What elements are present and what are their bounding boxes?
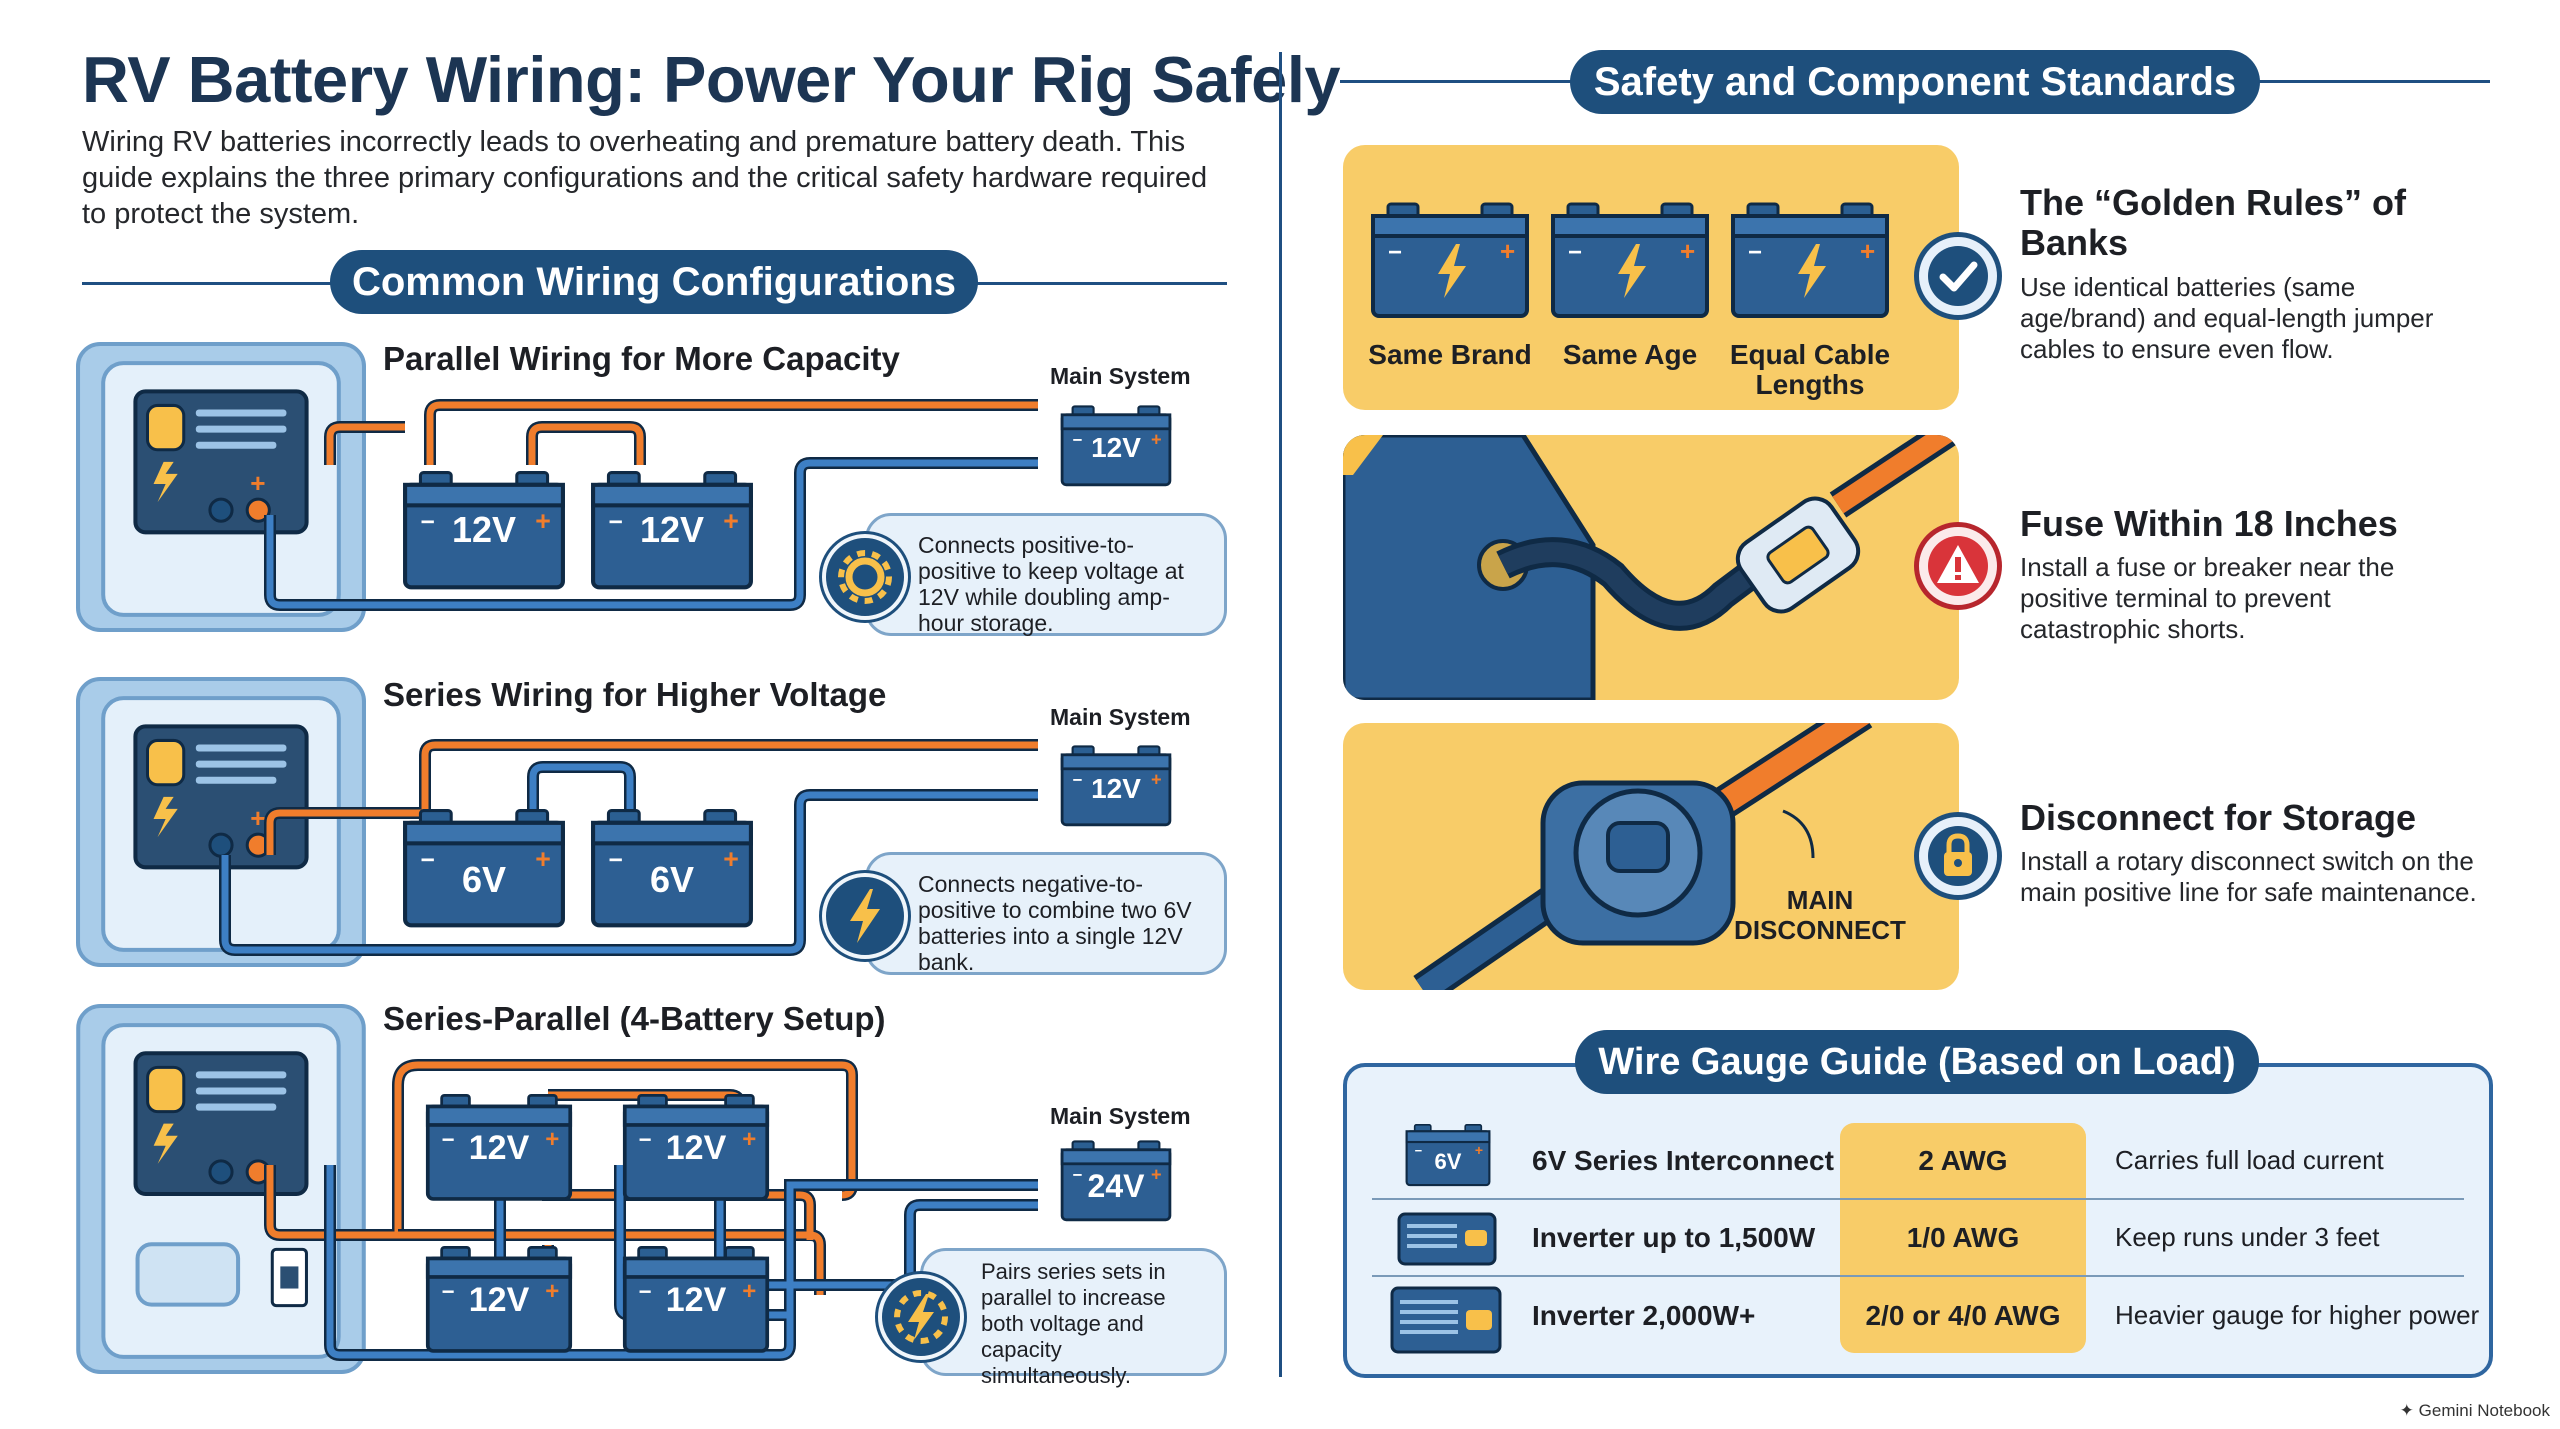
battery-voltage-label: 12V — [639, 509, 705, 550]
battery-voltage-label: 6V — [649, 859, 695, 900]
sparkle-icon: ✦ — [2399, 1401, 2414, 1420]
gauge-row-awg: 2/0 or 4/0 AWG — [1865, 1300, 2061, 1331]
svg-text:+: + — [250, 468, 265, 498]
section-title-configurations: Common Wiring Configurations — [330, 250, 978, 314]
awg-column-highlight — [1840, 1123, 2086, 1353]
small-inverter-icon — [1397, 1210, 1497, 1268]
main-disconnect-label: MAIN DISCONNECT — [1734, 885, 1906, 945]
footer-brand-text: Gemini Notebook — [2418, 1401, 2550, 1420]
page-title: RV Battery Wiring: Power Your Rig Safely — [82, 43, 1341, 116]
gauge-row-awg: 2 AWG — [1918, 1145, 2008, 1176]
row-divider — [1372, 1198, 2464, 1200]
rule-title: Fuse Within 18 Inches — [2020, 503, 2398, 544]
main-system-label: Main System — [1050, 363, 1191, 389]
control-panel-illustration — [76, 1004, 366, 1374]
main-system-label: Main System — [1050, 1103, 1191, 1129]
main-voltage-label: 12V — [1091, 773, 1141, 804]
config-title: Series Wiring for Higher Voltage — [383, 676, 887, 713]
config-title: Parallel Wiring for More Capacity — [383, 340, 900, 377]
battery-voltage-label: 12V — [451, 509, 517, 550]
config-note: Connects negative-to-positive to combine… — [865, 852, 1227, 975]
parallel-wiring-diagram — [264, 399, 1038, 611]
control-panel-illustration: + — [75, 670, 367, 974]
main-system-label: Main System — [1050, 704, 1191, 730]
main-voltage-label: 24V — [1087, 1168, 1145, 1204]
fuse-illustration — [1343, 435, 1959, 700]
config-title: Series-Parallel (4-Battery Setup) — [383, 1000, 886, 1037]
large-inverter-icon — [1390, 1284, 1502, 1356]
rule-body: Use identical batteries (same age/brand)… — [2020, 272, 2434, 364]
svg-text:+: + — [250, 803, 265, 833]
golden-rule-label: Equal Cable Lengths — [1729, 339, 1891, 400]
battery-voltage-label: 12V — [468, 1129, 530, 1167]
config-note: Connects positive-to-positive to keep vo… — [865, 513, 1227, 636]
battery-voltage-label: 12V — [665, 1281, 727, 1319]
battery-voltage-label: 12V — [665, 1129, 727, 1167]
control-panel-illustration: + — [75, 335, 367, 639]
disconnect-illustration — [1343, 723, 1959, 990]
lightning-icon — [822, 873, 908, 959]
gauge-row-awg: 1/0 AWG — [1906, 1222, 2020, 1253]
rule-body: Install a fuse or breaker near the posit… — [2020, 552, 2395, 644]
intro-text: Wiring RV batteries incorrectly leads to… — [82, 126, 1208, 230]
battery-icon — [1370, 198, 1530, 326]
6v-battery-icon-label: 6V — [1434, 1149, 1462, 1174]
golden-rule-label: Same Brand — [1368, 339, 1532, 370]
section-title-safety: Safety and Component Standards — [1570, 50, 2260, 114]
rule-title: The “Golden Rules” of Banks — [2020, 182, 2407, 263]
rule-title: Disconnect for Storage — [2020, 797, 2417, 838]
config-note: Pairs series sets in parallel to increas… — [920, 1248, 1227, 1388]
battery-voltage-label: 6V — [461, 859, 507, 900]
battery-icon — [1730, 198, 1890, 326]
gauge-row-note: Heavier gauge for higher power — [2115, 1300, 2480, 1330]
checkmark-icon — [1914, 232, 2002, 320]
gauge-row-note: Keep runs under 3 feet — [2115, 1222, 2380, 1252]
golden-rule-label: Same Age — [1562, 339, 1698, 370]
warning-icon — [1914, 522, 2002, 610]
gear-icon — [822, 534, 908, 620]
lock-icon — [1914, 812, 2002, 900]
footer-brand: ✦ Gemini Notebook — [2400, 1401, 2550, 1421]
battery-icon — [1550, 198, 1710, 326]
gauge-guide-title: Wire Gauge Guide (Based on Load) — [1575, 1030, 2259, 1094]
battery-voltage-label: 12V — [468, 1281, 530, 1319]
gauge-row-name: 6V Series Interconnect — [1532, 1145, 1834, 1176]
gauge-row-name: Inverter up to 1,500W — [1532, 1222, 1816, 1253]
gear-lightning-icon — [878, 1274, 964, 1360]
column-divider — [1279, 52, 1282, 1377]
row-divider — [1372, 1275, 2464, 1277]
rule-body: Install a rotary disconnect switch on th… — [2020, 846, 2477, 907]
main-voltage-label: 12V — [1091, 432, 1141, 463]
gauge-row-name: Inverter 2,000W+ — [1532, 1300, 1756, 1331]
gauge-row-note: Carries full load current — [2115, 1145, 2384, 1175]
